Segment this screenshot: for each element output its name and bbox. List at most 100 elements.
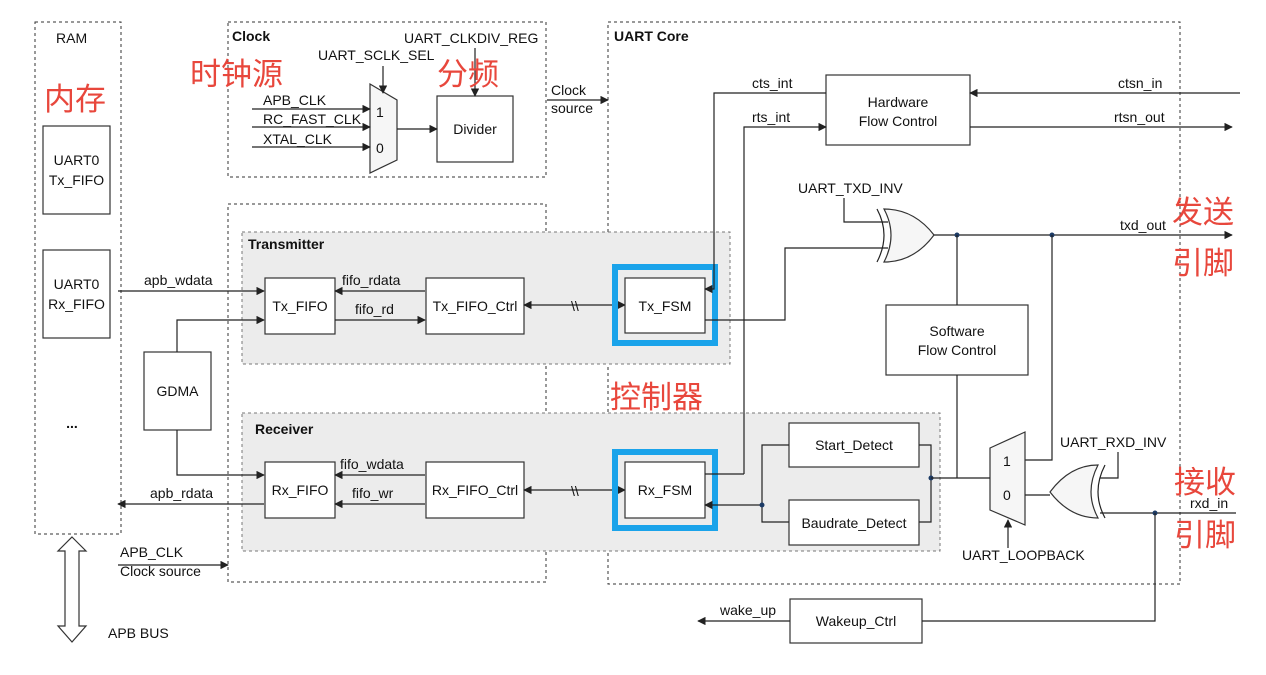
- rx-mux-0: 0: [1003, 487, 1011, 503]
- gdma-to-rx-fifo: [176, 430, 265, 480]
- rxd-in-label: rxd_in: [1190, 495, 1228, 511]
- start-detect-label: Start_Detect: [815, 437, 893, 453]
- rx-fifo-label: Rx_FIFO: [272, 482, 329, 498]
- clock-region: [227, 21, 547, 178]
- txd-inv-wire: [843, 198, 888, 223]
- ram-uart0-rx-fifo: [42, 249, 111, 339]
- tx-fsm-label: Tx_FSM: [639, 298, 692, 314]
- baudrate-detect-label: Baudrate_Detect: [801, 515, 906, 531]
- detect-join-wire: [761, 444, 789, 523]
- clock-mux-0: 0: [376, 140, 384, 156]
- rc-fast-clk-label: RC_FAST_CLK: [263, 111, 362, 127]
- tx-fifo-ctrl-block: [425, 277, 525, 335]
- uart-sclk-sel-label: UART_SCLK_SEL: [318, 47, 435, 63]
- wake-up-label: wake_up: [719, 602, 776, 618]
- tx-xor-gate: [882, 208, 935, 263]
- apb-bus-label: APB BUS: [108, 625, 169, 641]
- rxd-to-wakeup-wire: [922, 513, 1156, 622]
- rx-fifo-ctrl-block: [425, 461, 525, 519]
- annotation-divide: 分频: [437, 57, 499, 93]
- annotation-tx-pin-2: 引脚: [1172, 246, 1234, 282]
- uart-rxd-inv-label: UART_RXD_INV: [1060, 434, 1167, 450]
- fifo-wdata-label: fifo_wdata: [340, 456, 404, 472]
- transmitter-title: Transmitter: [248, 236, 325, 252]
- baudrate-detect-block: [788, 499, 920, 546]
- tx-fifo-ctrl-label: Tx_FIFO_Ctrl: [433, 298, 518, 314]
- cts-int-wire: [704, 92, 826, 294]
- divider-label: Divider: [453, 121, 497, 137]
- tx-fifo-label: Tx_FIFO: [272, 298, 327, 314]
- cts-int-label: cts_int: [752, 75, 793, 91]
- rx-xor-gate: [1049, 464, 1100, 519]
- ram-rx-fifo-line2: Rx_FIFO: [48, 296, 105, 312]
- gdma-block: [143, 351, 212, 431]
- receiver-title: Receiver: [255, 421, 314, 437]
- ram-uart0-tx-fifo: [42, 125, 111, 215]
- apb-clk-label: APB_CLK: [120, 544, 184, 560]
- ctsn-in-label: ctsn_in: [1118, 75, 1162, 91]
- ram-rx-fifo-line1: UART0: [54, 276, 100, 292]
- uart-clkdiv-reg-label: UART_CLKDIV_REG: [404, 30, 538, 46]
- rx-xor-gate-back: [1097, 464, 1106, 519]
- rx-mux-1: 1: [1003, 453, 1011, 469]
- tx-fsm-block: [624, 277, 706, 334]
- tx-xor-gate-back: [876, 208, 885, 263]
- rxd-inv-wire: [1100, 452, 1119, 479]
- txd-out-label: txd_out: [1120, 217, 1166, 233]
- apb-clk-in-label: APB_CLK: [263, 92, 327, 108]
- clock-source-label-2: source: [551, 100, 593, 116]
- gdma-label: GDMA: [157, 383, 200, 399]
- rx-fifo-ctrl-label: Rx_FIFO_Ctrl: [432, 482, 518, 498]
- rx-fsm-highlight: [612, 449, 718, 531]
- rx-break-mark: \\: [571, 483, 579, 499]
- annotation-rx-pin-1: 接收: [1174, 465, 1236, 501]
- fifo-rdata-label: fifo_rdata: [342, 272, 401, 288]
- start-detect-block: [788, 422, 920, 468]
- rts-int-label: rts_int: [752, 109, 790, 125]
- sw-flow-line2: Flow Control: [918, 342, 997, 358]
- gdma-to-tx-fifo: [176, 315, 265, 352]
- ram-tx-fifo-line2: Tx_FIFO: [49, 172, 104, 188]
- hardware-flow-control-block: [825, 74, 971, 146]
- hw-flow-line1: Hardware: [868, 94, 929, 110]
- fifo-rd-label: fifo_rd: [355, 301, 394, 317]
- software-flow-control-block: [885, 304, 1029, 376]
- tx-fsm-to-xor-wire: [705, 247, 888, 321]
- clock-source-label-1: Clock: [551, 82, 587, 98]
- wakeup-ctrl-label: Wakeup_Ctrl: [816, 613, 896, 629]
- clock-mux: [369, 82, 398, 174]
- apb-rdata-label: apb_rdata: [150, 485, 213, 501]
- xtal-clk-label: XTAL_CLK: [263, 131, 333, 147]
- annotation-tx-pin-1: 发送: [1172, 195, 1234, 231]
- rx-fsm-label: Rx_FSM: [638, 482, 692, 498]
- ram-tx-fifo-line1: UART0: [54, 152, 100, 168]
- ram-region: [34, 21, 122, 535]
- rx-mux: [989, 431, 1026, 526]
- rx-fifo-block: [264, 461, 336, 519]
- tx-break-mark: \\: [571, 298, 579, 314]
- tx-fifo-block: [264, 277, 336, 335]
- uart-txd-inv-label: UART_TXD_INV: [798, 180, 903, 196]
- annotation-rx-pin-2: 引脚: [1174, 518, 1236, 554]
- ram-title: RAM: [56, 30, 87, 46]
- ram-ellipsis: ...: [66, 415, 78, 431]
- junction-dot: [759, 502, 765, 508]
- uart-loopback-label: UART_LOOPBACK: [962, 547, 1085, 563]
- hw-flow-line2: Flow Control: [859, 113, 938, 129]
- apb-bus-arrow: [56, 536, 88, 643]
- annotation-clock-source: 时钟源: [190, 57, 283, 93]
- rts-int-wire: [743, 122, 827, 474]
- fifo-wr-label: fifo_wr: [352, 485, 394, 501]
- tx-fsm-highlight: [612, 264, 718, 346]
- clock-mux-1: 1: [376, 104, 384, 120]
- clock-title: Clock: [232, 28, 270, 44]
- apb-wdata-label: apb_wdata: [144, 272, 213, 288]
- uart-core-title: UART Core: [614, 28, 689, 44]
- loopback-wire: [1025, 235, 1053, 461]
- uart-datapath-region: [227, 203, 547, 583]
- annotation-memory: 内存: [44, 82, 106, 118]
- rtsn-out-label: rtsn_out: [1114, 109, 1165, 125]
- apb-clk-source-label: Clock source: [120, 563, 201, 579]
- sw-flow-line1: Software: [929, 323, 984, 339]
